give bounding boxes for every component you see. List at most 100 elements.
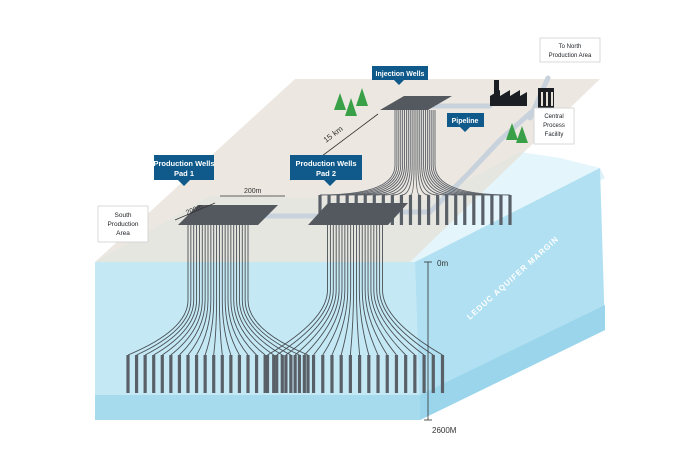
well-tip	[436, 195, 440, 225]
well-line	[241, 225, 292, 356]
well-line	[170, 225, 203, 356]
well-tip	[160, 355, 164, 393]
well-tip	[348, 355, 352, 393]
well-line	[322, 225, 346, 356]
well-tip	[358, 355, 362, 393]
depth-bottom-label: 2600M	[432, 426, 457, 435]
callout-pipeline-text: Pipeline	[452, 118, 479, 125]
well-tip	[440, 355, 445, 393]
well-tip	[376, 355, 380, 393]
well-tip	[413, 355, 417, 393]
callout-north-line1: To North	[559, 44, 582, 50]
well-line	[136, 225, 192, 356]
tree-icon	[516, 126, 528, 143]
well-line	[423, 110, 456, 196]
well-line	[267, 225, 328, 356]
well-tip	[212, 355, 216, 393]
well-line	[417, 110, 429, 196]
well-tip	[297, 355, 302, 393]
well-tip	[134, 355, 139, 393]
callout-injection-text: Injection Wells	[376, 71, 425, 78]
well-line	[236, 225, 274, 356]
well-line	[230, 225, 257, 356]
wells-pad1	[126, 225, 310, 393]
well-line	[313, 225, 343, 356]
well-line	[432, 110, 501, 196]
well-line	[430, 110, 492, 196]
callout-cpf-line2: Process	[543, 123, 565, 129]
callout-pad2-line1: Production Wells	[295, 159, 356, 168]
well-tip	[408, 195, 413, 225]
well-tip	[152, 355, 156, 393]
callout-north-line2: Production Area	[549, 53, 592, 59]
well-line	[367, 225, 397, 356]
callout-injection: Injection Wells	[372, 66, 428, 85]
pad-spacing-label: 200m	[244, 188, 262, 195]
depth-top-label: 0m	[437, 259, 448, 268]
aquifer-bottom-side	[420, 305, 605, 420]
callout-south-line1: South	[115, 212, 132, 219]
well-tip	[272, 355, 276, 393]
well-line	[247, 225, 309, 356]
well-tip	[254, 355, 259, 393]
well-line	[383, 110, 409, 196]
well-tip	[126, 355, 130, 393]
well-line	[373, 225, 416, 356]
well-line	[392, 110, 411, 196]
well-tip	[472, 195, 476, 225]
well-line	[410, 110, 415, 196]
well-line	[382, 225, 443, 356]
well-line	[376, 225, 425, 356]
well-line	[370, 225, 406, 356]
well-line	[227, 225, 249, 356]
well-line	[365, 110, 405, 196]
well-line	[364, 225, 388, 356]
well-tip	[293, 355, 297, 393]
well-line	[358, 225, 370, 356]
tree-icon	[506, 123, 518, 140]
well-tip	[385, 355, 389, 393]
well-tip	[143, 355, 147, 393]
well-line	[426, 110, 474, 196]
well-line	[213, 225, 218, 356]
well-line	[331, 225, 349, 356]
central-process-facility-icon	[490, 80, 554, 108]
well-line	[428, 110, 483, 196]
tree-icon	[356, 88, 368, 106]
tree-icon	[345, 98, 357, 116]
well-tip	[280, 355, 284, 393]
well-line	[349, 225, 355, 356]
well-tip	[394, 355, 399, 393]
well-line	[162, 225, 200, 356]
well-line	[401, 110, 413, 196]
well-tip	[284, 355, 288, 393]
well-tip	[417, 195, 422, 225]
well-line	[224, 225, 240, 356]
callout-south-line2: Production	[107, 221, 138, 228]
well-tip	[169, 355, 173, 393]
well-line	[144, 225, 195, 356]
well-tip	[318, 195, 322, 225]
tree-icon	[334, 93, 346, 110]
well-line	[361, 225, 379, 356]
aquifer-side-face	[415, 168, 605, 420]
well-tip	[426, 195, 431, 225]
callout-north: To North Production Area	[539, 37, 601, 63]
well-line	[434, 110, 511, 196]
well-tip	[422, 355, 426, 393]
well-tip	[220, 355, 224, 393]
callout-south-line3: Area	[116, 230, 130, 237]
well-tip	[302, 355, 306, 393]
well-tip	[246, 355, 250, 393]
callout-cpf-line3: Facility	[545, 132, 564, 138]
pipeline-pad2-cpf	[377, 97, 548, 215]
well-tip	[289, 355, 293, 393]
well-line	[285, 225, 334, 356]
callout-pad2: Production Wells Pad 2	[290, 155, 362, 186]
well-line	[221, 225, 232, 356]
well-tip	[490, 195, 494, 225]
well-tip	[194, 355, 199, 393]
wells-pad2	[265, 225, 445, 393]
well-tip	[306, 355, 310, 393]
